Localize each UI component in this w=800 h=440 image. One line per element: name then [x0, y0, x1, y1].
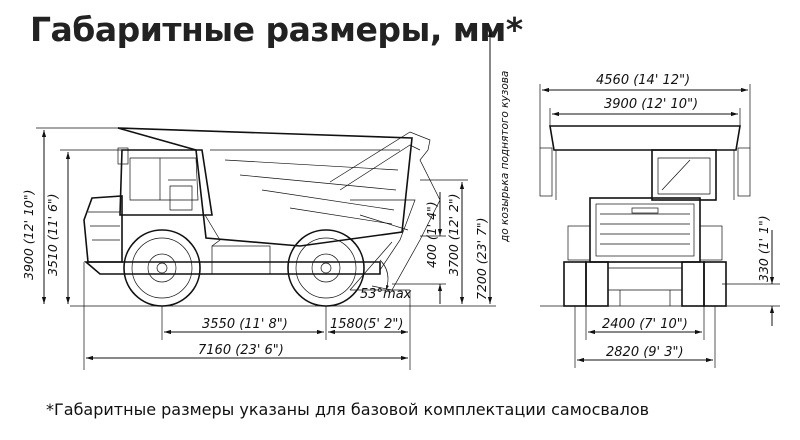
rear-overhang-label: 1580(5' 2") — [330, 317, 403, 332]
height-cab-label: 3510 (11' 6") — [45, 193, 60, 276]
track-front-label: 2400 (7' 10") — [602, 317, 688, 332]
rear-overhang-height-label: 400 (1' 4") — [424, 201, 439, 268]
track-rear-label: 2820 (9' 3") — [606, 345, 684, 360]
dump-angle-label: 53°max — [360, 287, 412, 302]
raised-body-note: до козырька поднятого кузова — [499, 71, 511, 243]
front-view-truck — [539, 125, 780, 307]
side-view-dimensions: 3900 (12' 10") 3510 (11' 6") 400 (1' 4")… — [21, 30, 511, 370]
ground-clearance-label: 330 (1' 1") — [756, 215, 771, 282]
page-title: Габаритные размеры, мм* — [30, 10, 523, 49]
height-total-label: 3900 (12' 10") — [21, 189, 36, 280]
footnote: *Габаритные размеры указаны для базовой … — [46, 400, 650, 419]
height-raised-label: 7200 (23' 7") — [474, 217, 489, 300]
length-total-label: 7160 (23' 6") — [198, 343, 284, 358]
width-body-label: 3900 (12' 10") — [604, 97, 698, 112]
wheelbase-label: 3550 (11' 8") — [202, 317, 288, 332]
body-height-label: 3700 (12' 2") — [446, 193, 461, 276]
width-total-label: 4560 (14' 12") — [596, 73, 690, 88]
side-view-truck — [70, 127, 470, 307]
front-view-dimensions: 4560 (14' 12") 3900 (12' 10") 330 (1' 1"… — [539, 73, 780, 368]
